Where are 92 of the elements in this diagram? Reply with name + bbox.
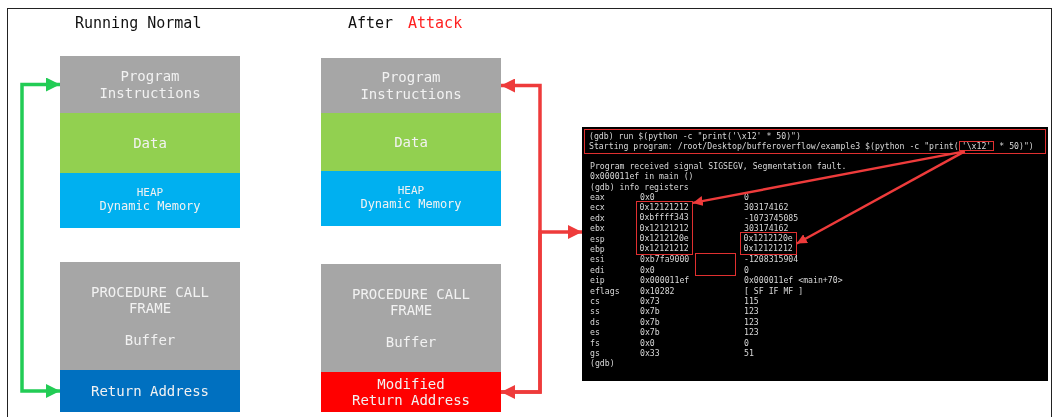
terminal-text: gs xyxy=(590,348,600,359)
terminal-text: 123 xyxy=(744,327,759,338)
block-label: Data xyxy=(393,133,429,151)
terminal-text: [ SF IF MF ] xyxy=(744,285,804,296)
highlight-box xyxy=(635,200,693,255)
terminal-text: cs xyxy=(590,296,600,307)
terminal-text: 0x000011ef in main () xyxy=(590,171,694,182)
arrow xyxy=(501,225,582,394)
block-label: Dynamic Memory xyxy=(98,199,202,214)
terminal-text: edi xyxy=(590,264,605,276)
terminal-text: -1073745085 xyxy=(744,212,799,224)
terminal-text: ebx xyxy=(590,223,605,234)
terminal-text: es xyxy=(590,327,600,338)
terminal-text: (gdb) info registers xyxy=(590,181,689,192)
terminal-text: 51 xyxy=(744,348,754,359)
terminal-text: 303174162 xyxy=(744,202,789,213)
block-label: Return Address xyxy=(90,382,210,400)
block-label: Program Instructions xyxy=(359,69,463,102)
terminal-text: 0x0 xyxy=(640,264,655,276)
column-heading: Running Normal xyxy=(75,14,202,32)
memory-block xyxy=(60,113,240,173)
terminal-text: -1208315904 xyxy=(744,254,799,265)
terminal-text: 115 xyxy=(744,296,759,307)
terminal-text: 0x1212120e xyxy=(743,233,793,244)
block-label: Buffer xyxy=(123,332,177,349)
highlight-box xyxy=(695,253,736,276)
block-label: Dynamic Memory xyxy=(359,197,463,212)
terminal-text: 0x12121212 xyxy=(639,201,689,213)
terminal-text: 0x12121212 xyxy=(743,243,793,254)
terminal-text: '\x12' xyxy=(961,141,992,152)
highlight-box xyxy=(584,129,1046,154)
terminal-text: esp xyxy=(590,233,605,244)
terminal-text: * 50)") xyxy=(999,141,1034,152)
memory-block xyxy=(60,56,240,113)
terminal-text: ss xyxy=(590,306,600,317)
terminal-text: 123 xyxy=(744,306,759,317)
arrow xyxy=(796,150,966,245)
terminal-text: Program received signal SIGSEGV, Segmentation fault. xyxy=(590,160,847,172)
terminal-text: Starting program: /root/Desktop/bufferoverflow/example3 $(python -c "print( xyxy=(589,141,959,152)
arrow xyxy=(501,78,542,399)
block-label: PROCEDURE CALL FRAME xyxy=(351,285,471,319)
memory-block xyxy=(60,173,240,228)
memory-block xyxy=(321,58,501,113)
memory-block xyxy=(321,264,501,372)
terminal-text: 0x000011ef xyxy=(640,275,690,286)
block-label: Data xyxy=(132,134,168,152)
terminal-text: 0x0 xyxy=(640,337,655,348)
terminal-text: fs xyxy=(590,337,600,348)
terminal-text: 0x1212120e xyxy=(639,233,689,244)
terminal-text: 0x33 xyxy=(640,348,660,359)
terminal-text: eip xyxy=(590,275,605,286)
terminal-text: 0x12121212 xyxy=(639,243,689,254)
terminal-text: 0x73 xyxy=(640,296,660,307)
terminal-text: esi xyxy=(590,254,605,265)
arrow xyxy=(20,77,60,398)
terminal-text: 0 xyxy=(744,264,749,276)
column-heading: After xyxy=(348,14,394,32)
terminal-text: (gdb) xyxy=(590,358,615,369)
memory-block xyxy=(321,171,501,226)
terminal-text: eax xyxy=(590,192,605,203)
block-label: PROCEDURE CALL FRAME xyxy=(90,283,210,317)
memory-block xyxy=(60,370,240,412)
terminal-text: 0 xyxy=(744,337,749,348)
highlight-box xyxy=(739,232,797,255)
terminal-text: 303174162 xyxy=(744,223,789,234)
arrow xyxy=(692,150,965,206)
terminal-text: 0xbffff343 xyxy=(639,212,689,223)
block-label: Buffer xyxy=(384,334,438,351)
block-label: HEAP xyxy=(396,185,426,198)
terminal-window xyxy=(582,127,1048,381)
block-label: HEAP xyxy=(135,187,165,200)
terminal-text: 0x12121212 xyxy=(639,222,689,234)
terminal-text: ebp xyxy=(590,244,605,255)
terminal-text: ecx xyxy=(590,202,605,213)
terminal-text: 0x000011ef <main+70> xyxy=(744,275,843,286)
memory-block xyxy=(321,372,501,412)
memory-block xyxy=(60,262,240,370)
terminal-text: 0x10282 xyxy=(640,285,675,296)
terminal-text: edx xyxy=(590,212,605,224)
terminal-text: 0x7b xyxy=(640,306,660,317)
terminal-text: ds xyxy=(590,316,600,328)
terminal-text: 123 xyxy=(744,316,759,328)
block-label: Program Instructions xyxy=(98,68,202,101)
block-label: Modified Return Address xyxy=(351,375,471,409)
terminal-text: eflags xyxy=(590,285,620,296)
terminal-text: 0x7b xyxy=(640,327,660,338)
terminal-text: 0x7b xyxy=(640,316,660,328)
column-heading: Attack xyxy=(408,14,463,32)
terminal-text: 0x0 xyxy=(640,192,655,203)
terminal-text: (gdb) run $(python -c "print('\x12' * 50)") xyxy=(589,131,801,141)
memory-block xyxy=(321,113,501,171)
terminal-text: 0xb7fa9000 xyxy=(640,254,690,265)
